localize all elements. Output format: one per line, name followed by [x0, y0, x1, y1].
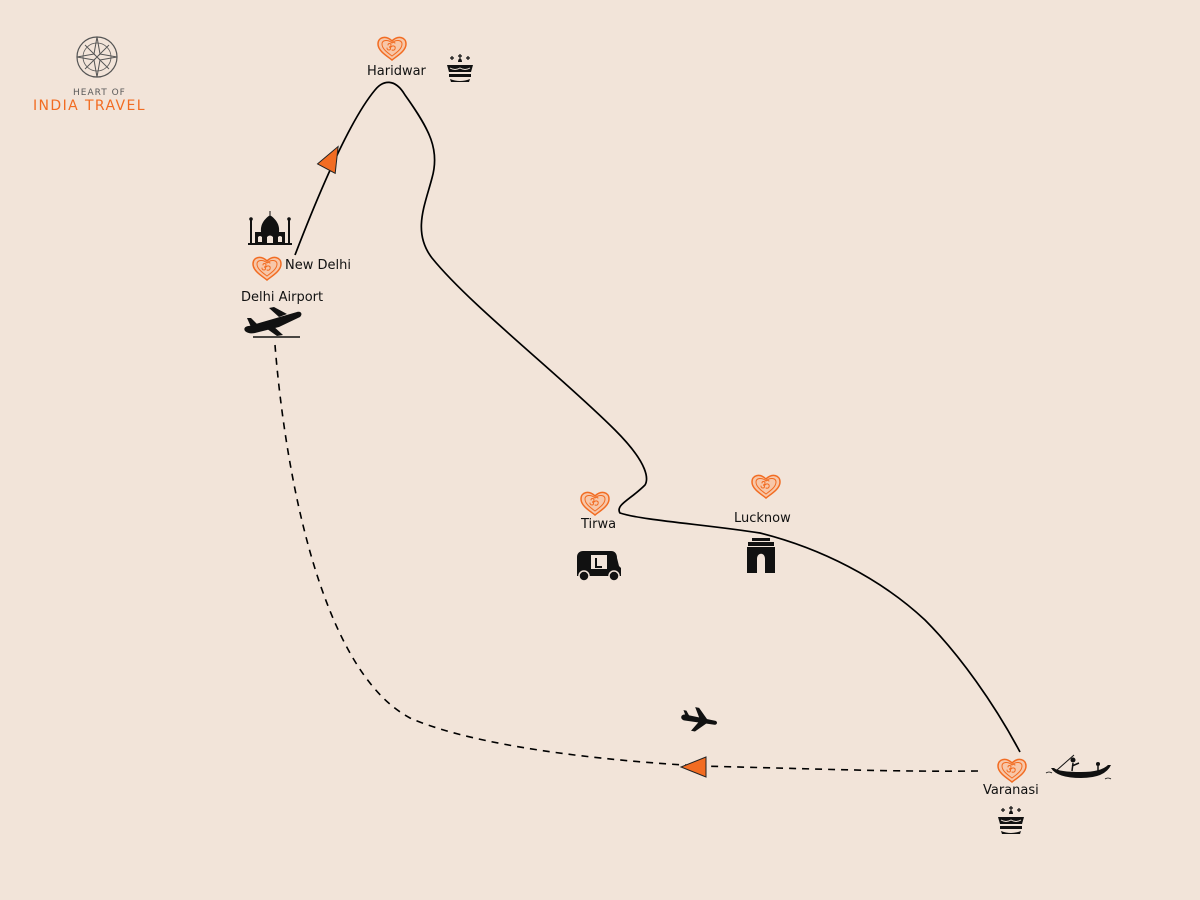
place-label-tirwa: Tirwa [581, 517, 617, 532]
rowing-boat-icon [1045, 754, 1112, 780]
route-solid-line [294, 81, 1021, 753]
place-label-haridwar: Haridwar [367, 64, 426, 79]
gateway-arch-icon [747, 538, 775, 573]
place-label-lucknow: Lucknow [734, 511, 791, 526]
auto-rickshaw-icon [577, 551, 621, 582]
compass-rose-icon [76, 36, 118, 78]
place-label-new-delhi: New Delhi [285, 258, 351, 273]
place-label-delhi-airport: Delhi Airport [241, 290, 324, 305]
brand-line-1: HEART OF [73, 88, 126, 98]
taj-mahal-icon [248, 211, 292, 245]
route-dashed-line [274, 344, 979, 772]
brand-line-2: INDIA TRAVEL [33, 98, 146, 114]
airplane-icon [681, 707, 717, 732]
airplane-takeoff-icon [244, 307, 302, 338]
place-label-varanasi: Varanasi [983, 783, 1039, 798]
